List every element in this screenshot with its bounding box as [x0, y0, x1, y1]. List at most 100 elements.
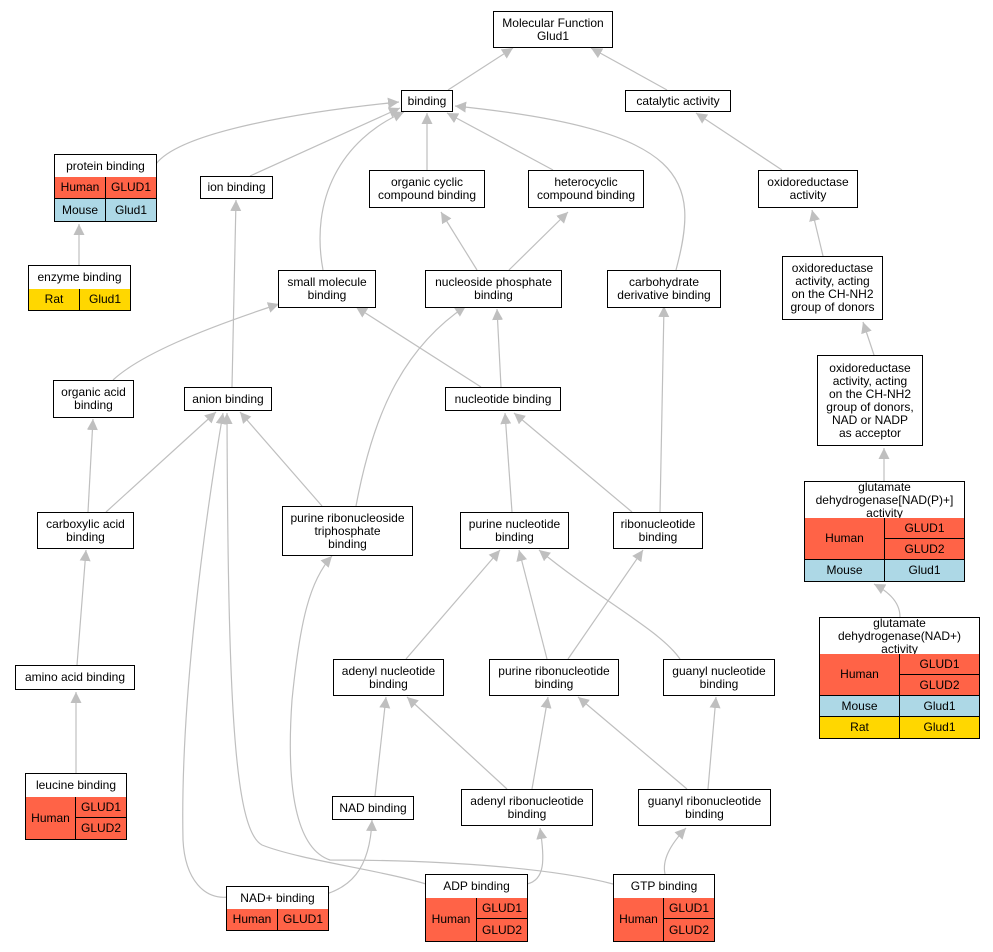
species-cell: Mouse	[55, 199, 106, 221]
gene-cell: GLUD2	[76, 818, 126, 839]
term-gtp-binding[interactable]: GTP binding Human GLUD1 GLUD2	[613, 874, 715, 942]
term-title: glutamate dehydrogenase[NAD(P)+] activit…	[805, 479, 964, 519]
edge-anion-ion	[230, 199, 242, 388]
term-line: binding	[495, 529, 534, 544]
term-amino-acid[interactable]: amino acid binding	[15, 665, 135, 690]
edge-hetero-binding	[446, 112, 554, 171]
term-nucleotide-binding[interactable]: nucleotide binding	[445, 387, 561, 411]
term-catalytic-activity[interactable]: catalytic activity	[625, 90, 731, 112]
term-line: binding	[74, 398, 113, 412]
term-protein-binding[interactable]: protein binding Human GLUD1 Mouse Glud1	[54, 154, 157, 222]
species-cell: Human	[820, 654, 900, 696]
term-line: enzyme binding	[37, 270, 122, 284]
term-line: binding	[699, 676, 739, 691]
edge-carboxylic-anion	[105, 411, 217, 513]
gene-cell: Glud1	[106, 199, 156, 221]
term-line: organic acid	[61, 385, 126, 399]
term-enzyme-binding[interactable]: enzyme binding Rat Glud1	[28, 265, 131, 311]
term-line: catalytic activity	[636, 93, 720, 108]
term-line: amino acid binding	[24, 670, 126, 684]
edge-oxrednad-oxredch	[861, 321, 875, 356]
gene-cell: GLUD1	[278, 909, 328, 930]
term-line: (NAD+) activity	[881, 628, 962, 656]
edge-guanyl-purnuc	[538, 549, 681, 660]
term-glutamate-dehydrogenase-nadp[interactable]: glutamate dehydrogenase[NAD(P)+] activit…	[804, 479, 965, 582]
term-line: activity, acting	[795, 274, 870, 288]
term-line: ion binding	[207, 180, 266, 194]
term-line: small molecule	[287, 275, 367, 289]
species-cell: Mouse	[820, 696, 900, 717]
term-line: group of donors,	[826, 399, 914, 414]
term-line: binding	[66, 529, 105, 544]
term-line: Glud1	[536, 28, 569, 43]
term-line: adenyl ribonucleotide	[470, 793, 584, 808]
term-line: glutamate dehydrogenase	[837, 615, 926, 643]
term-leucine-binding[interactable]: leucine binding Human GLUD1 GLUD2	[25, 773, 127, 840]
term-adp-binding[interactable]: ADP binding Human GLUD1 GLUD2	[425, 874, 528, 942]
term-anion-binding[interactable]: anion binding	[184, 387, 272, 411]
term-title: protein binding	[55, 155, 156, 178]
term-glutamate-dehydrogenase-nad[interactable]: glutamate dehydrogenase(NAD+) activity H…	[819, 615, 980, 739]
edge-adp-adenylribo	[526, 827, 548, 885]
species-cell: Human	[55, 177, 106, 199]
term-nad-binding[interactable]: NAD binding	[332, 796, 414, 820]
term-title: ADP binding	[426, 875, 527, 899]
term-line: activity	[789, 188, 827, 202]
gene-cell: GLUD1	[885, 518, 964, 539]
term-line: binding	[474, 288, 513, 302]
term-line: nucleoside phosphate	[435, 275, 552, 289]
term-line: anion binding	[192, 391, 264, 406]
term-line: activity, acting	[832, 373, 908, 388]
edge-nucphos-orgcyclic	[440, 211, 478, 271]
species-cell: Human	[227, 909, 278, 930]
term-line: as acceptor	[838, 425, 902, 440]
term-line: heterocyclic	[554, 175, 618, 189]
term-line: GTP binding	[630, 879, 698, 893]
term-line: protein binding	[66, 158, 145, 173]
edge-purnuc-nucleotide	[500, 412, 513, 513]
term-line: NAD+ binding	[240, 890, 315, 905]
edge-aminoacid-carboxylic	[76, 549, 91, 666]
term-line: carboxylic acid	[46, 516, 125, 531]
gene-cell: Glud1	[900, 696, 979, 717]
species-cell: Rat	[820, 717, 900, 738]
term-line: compound binding	[377, 188, 477, 202]
term-ion-binding[interactable]: ion binding	[200, 176, 273, 199]
term-title: leucine binding	[26, 774, 126, 798]
term-line: guanyl nucleotide	[672, 663, 766, 678]
edge-purribo-purnuc	[516, 549, 548, 660]
term-line: purine nucleotide	[468, 516, 561, 531]
gene-cell: GLUD1	[664, 898, 714, 919]
term-line: adenyl nucleotide	[341, 663, 436, 678]
term-title: NAD+ binding	[227, 887, 328, 910]
term-nad-plus-binding[interactable]: NAD+ binding Human GLUD1	[226, 886, 329, 931]
term-line: glutamate dehydrogenase	[815, 479, 911, 507]
term-line: guanyl ribonucleotide	[647, 793, 762, 808]
edge-smallmol-binding	[319, 111, 405, 271]
species-cell: Human	[426, 898, 477, 941]
term-binding[interactable]: binding	[401, 90, 453, 112]
edge-gdhnad-gdhnadp	[873, 583, 901, 618]
term-line: ADP binding	[443, 879, 510, 893]
edge-oxredch-oxred	[809, 209, 824, 257]
